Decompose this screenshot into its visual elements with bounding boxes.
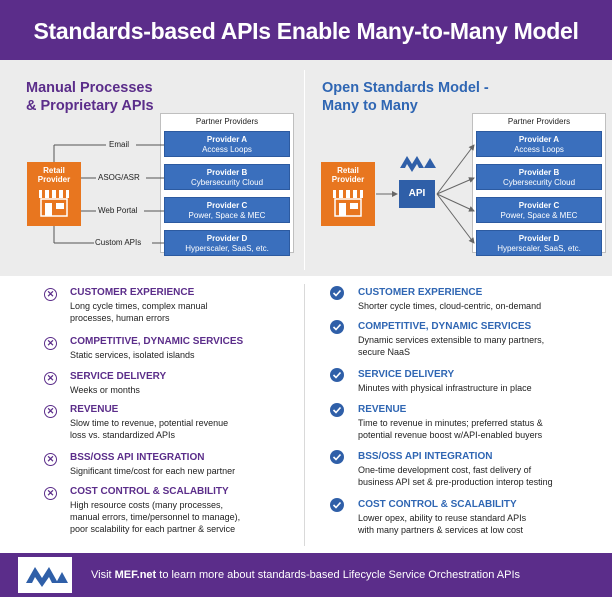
check-icon [330,286,344,300]
right-item-bss-oss: BSS/OSS API INTEGRATION One-time develop… [358,451,553,487]
conn-label-web-portal: Web Portal [98,206,138,215]
check-icon [330,368,344,382]
left-item-cost-control: COST CONTROL & SCALABILITY High resource… [70,486,241,534]
check-icon [330,320,344,334]
list-divider [304,284,305,546]
left-item-revenue: REVENUE Slow time to revenue, potential … [70,404,229,440]
left-partner-label: Partner Providers [195,117,259,126]
right-retail-provider: Retail Provider [321,162,375,226]
left-item-service-delivery: SERVICE DELIVERY Weeks or months [70,371,167,395]
right-panel-title: Open Standards Model - Many to Many [322,80,489,114]
right-partner-label: Partner Providers [507,117,571,126]
conn-label-email: Email [109,140,130,149]
right-item-competitive-services: COMPETITIVE, DYNAMIC SERVICES Dynamic se… [358,321,545,357]
left-item-customer-experience: CUSTOMER EXPERIENCE Long cycle times, co… [70,287,208,323]
page-title: Standards-based APIs Enable Many-to-Many… [0,0,612,60]
right-item-customer-experience: CUSTOMER EXPERIENCE Shorter cycle times,… [358,287,542,311]
api-arrows [376,144,475,244]
right-item-service-delivery: SERVICE DELIVERY Minutes with physical i… [358,369,532,393]
left-connectors [53,144,164,244]
mef-link[interactable]: MEF.net [114,569,157,581]
conn-label-asog: ASOG/ASR [98,173,140,182]
x-icon: ✕ [44,288,57,301]
footer-bar: Visit MEF.net to learn more about standa… [0,553,612,597]
check-icon [330,498,344,512]
right-item-revenue: REVENUE Time to revenue in minutes; pref… [358,404,543,440]
panel-divider [304,70,305,270]
left-retail-provider: Retail Provider [27,162,81,226]
store-icon [333,190,363,217]
api-node: API [399,180,435,208]
right-item-cost-control: COST CONTROL & SCALABILITY Lower opex, a… [358,499,527,535]
check-icon [330,403,344,417]
x-icon: ✕ [44,337,57,350]
left-item-bss-oss: BSS/OSS API INTEGRATION Significant time… [70,452,236,476]
store-icon [39,190,69,217]
x-icon: ✕ [44,405,57,418]
mef-logo-icon [18,557,72,593]
conn-label-custom-apis: Custom APIs [95,238,142,247]
x-icon: ✕ [44,487,57,500]
footer-text: Visit MEF.net to learn more about standa… [91,569,520,581]
check-icons [330,286,344,512]
check-icon [330,450,344,464]
left-item-competitive-services: COMPETITIVE, DYNAMIC SERVICES Static ser… [70,336,244,360]
x-icon: ✕ [44,453,57,466]
left-panel-title: Manual Processes & Proprietary APIs [26,80,154,114]
mef-logo-icon [400,156,436,172]
x-icon: ✕ [44,372,57,385]
